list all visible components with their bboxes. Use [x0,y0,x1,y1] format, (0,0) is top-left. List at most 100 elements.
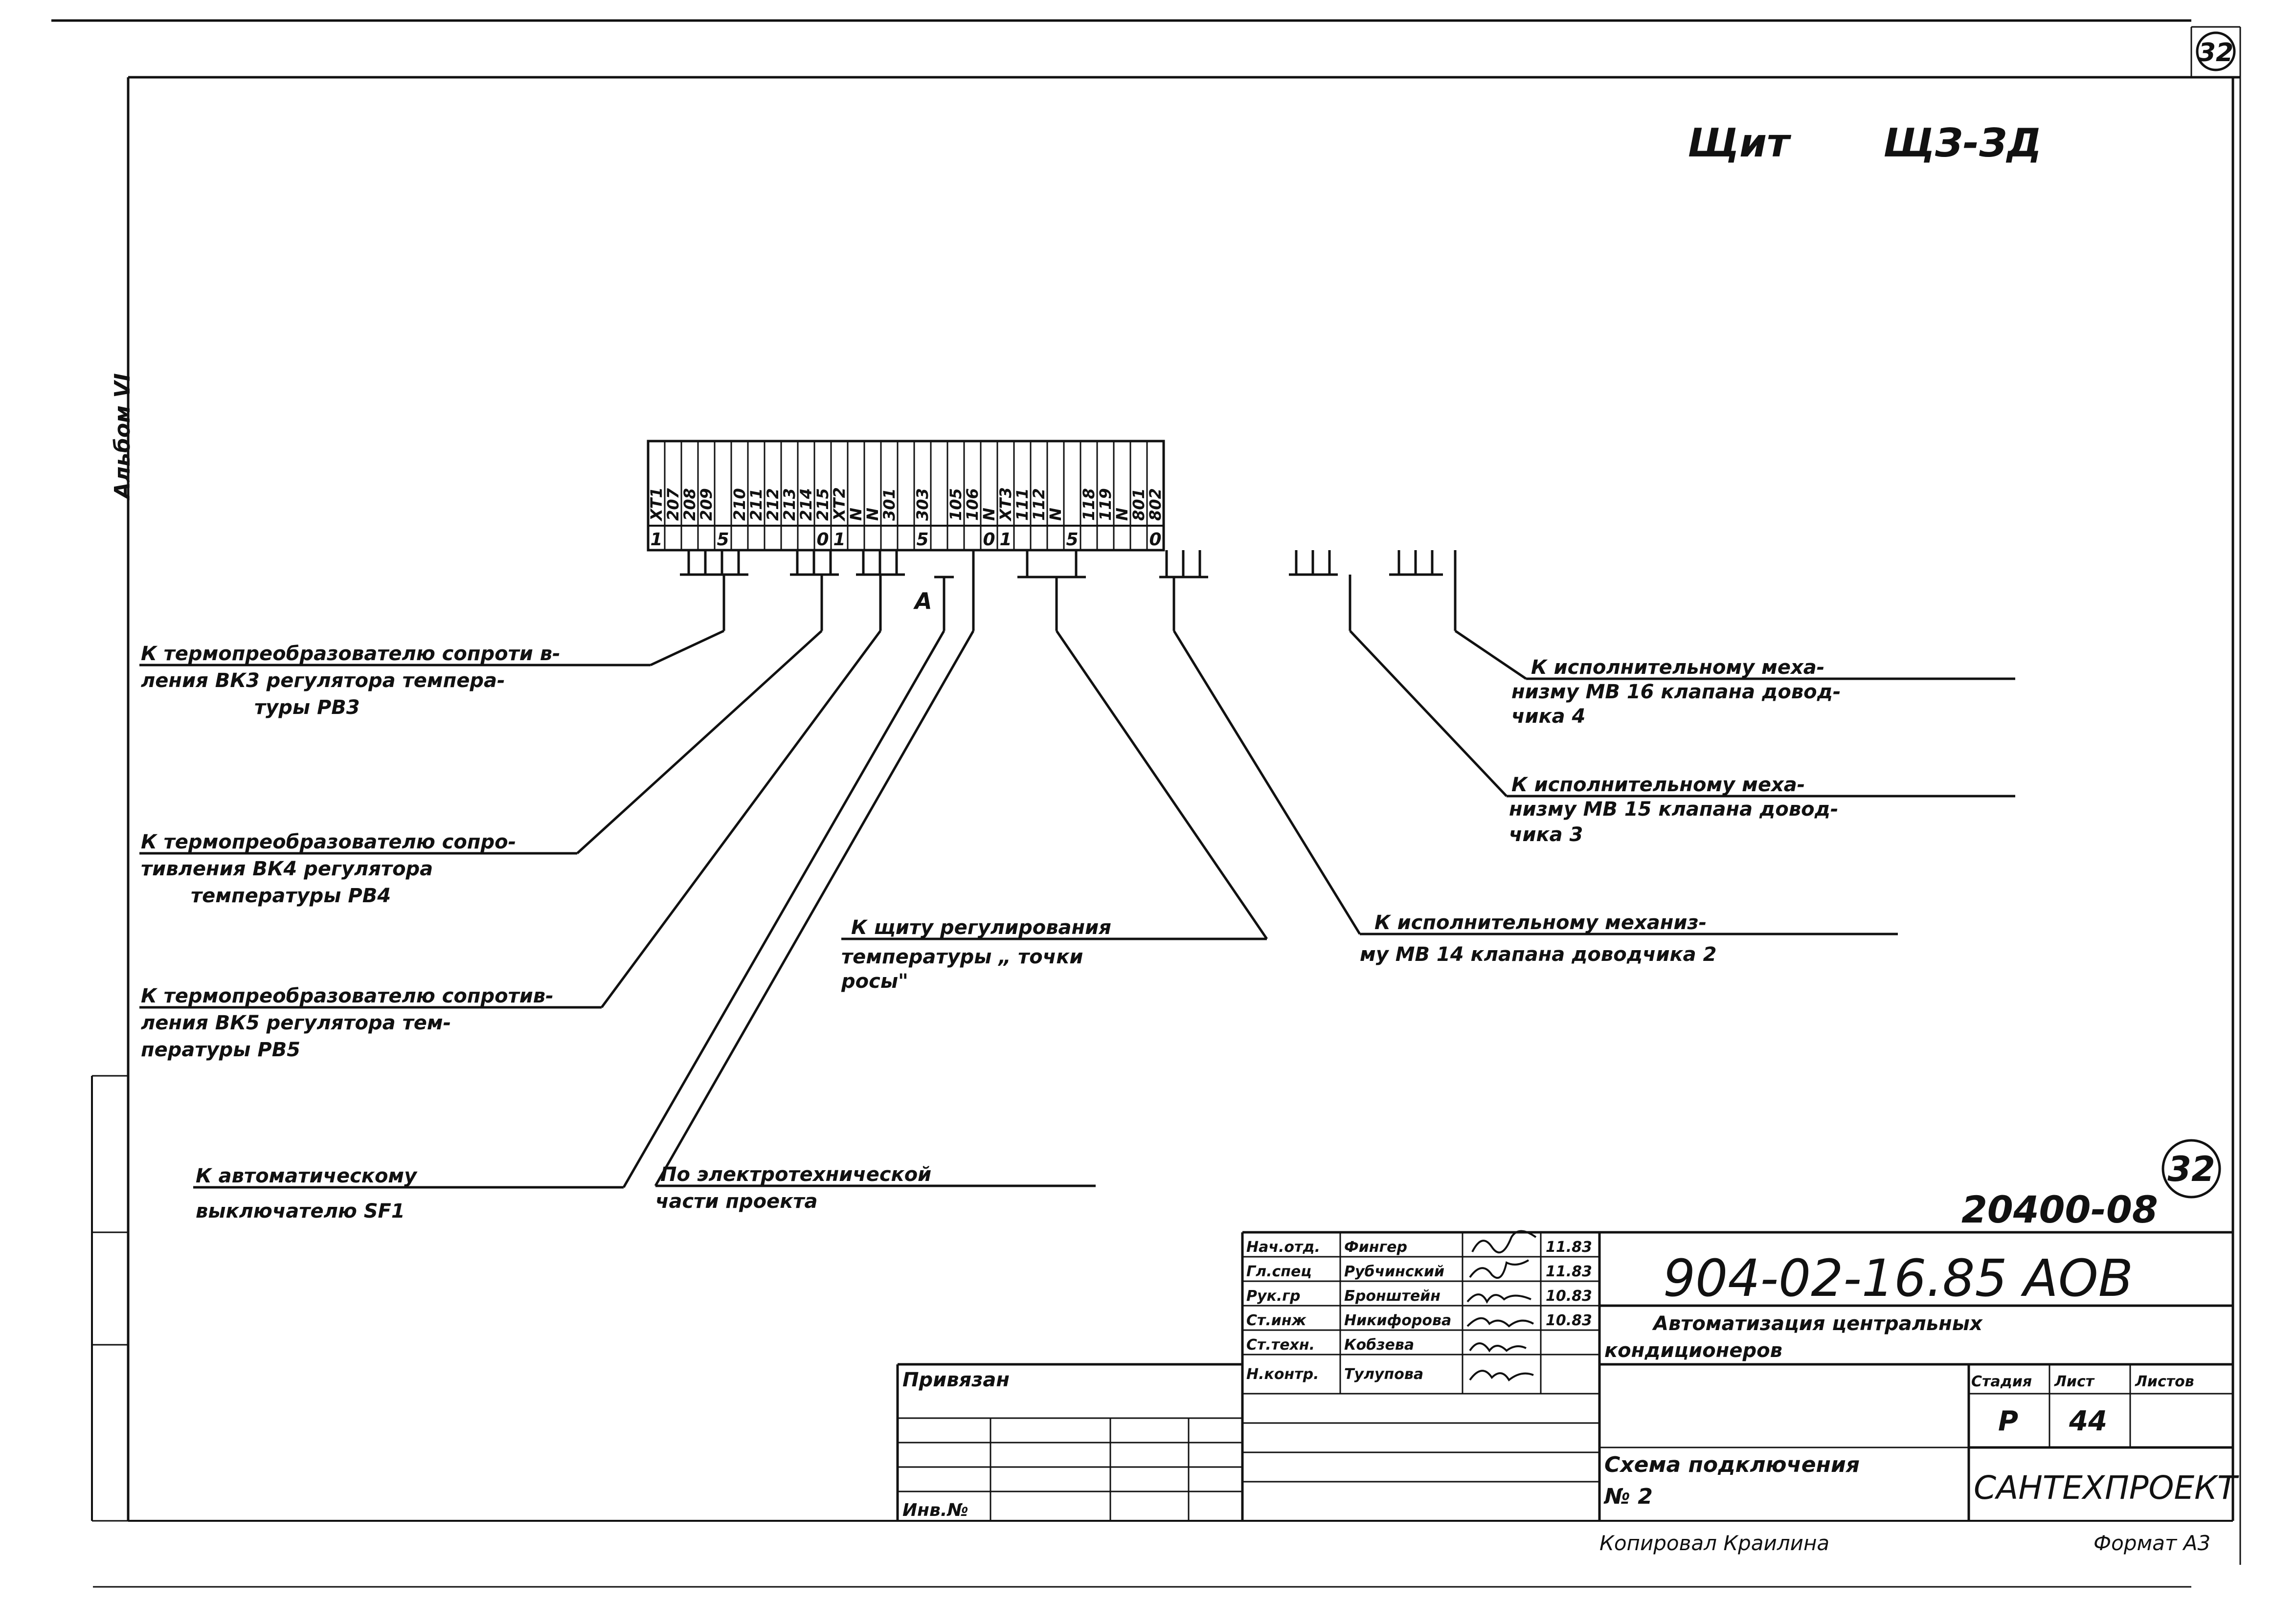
sig-role-3: Рук.гр [1246,1288,1300,1305]
stage-header: Стадия [1971,1373,2032,1390]
vk3-line-3: туры РВ3 [254,696,360,719]
sig-name-5: Кобзева [1344,1336,1414,1354]
terminal-mark: 0 [816,530,829,550]
sig-date-4: 10.83 [1546,1312,1592,1329]
sheet-header: Лист [2054,1373,2095,1390]
terminal-label: 118 [1080,488,1098,521]
terminal-label: ХТ2 [830,487,849,522]
mv14-line-2: му МВ 14 клапана доводчика 2 [1360,943,1716,966]
mv16-line-3: чика 4 [1511,705,1585,728]
label-underlines [139,664,2015,1189]
terminal-mark: 5 [1066,530,1078,550]
sig-role-6: Н.контр. [1246,1366,1319,1383]
dew-line-1: К щиту регулирования [851,916,1111,939]
terminal-label: 111 [1013,488,1032,521]
connection-label-vk3: К термопреобразователю сопроти в- ления … [141,643,561,719]
sig-role-2: Гл.спец [1246,1263,1312,1280]
vk4-line-2: тивления ВК4 регулятора [141,858,433,880]
vk4-line-1: К термопреобразователю сопро- [141,831,516,853]
mv16-line-1: К исполнительному меха- [1531,656,1824,679]
sig-name-3: Бронштейн [1344,1288,1441,1305]
vk3-line-1: К термопреобразователю сопроти в- [141,643,561,665]
document-number: 20400-08 [1961,1188,2158,1231]
copied-by: Копировал Краилина [1599,1531,1829,1555]
signature-rows: Нач.отд. Фингер 11.83 Гл.спец Рубчинский… [1246,1239,1592,1383]
marker-a: А [913,588,932,614]
vk5-line-2: ления ВК5 регулятора тем- [141,1012,451,1034]
sheet-number-top: 32 [2198,38,2233,67]
terminal-mark: 1 [833,530,845,550]
sig-date-3: 10.83 [1546,1288,1592,1305]
mv15-line-1: К исполнительному меха- [1511,774,1805,796]
mv15-line-3: чика 3 [1509,823,1583,846]
terminal-label: 207 [664,488,682,521]
connection-label-electro: По электротехнической части проекта [655,1163,931,1213]
sig-role-4: Ст.инж [1246,1312,1307,1329]
terminal-label: 119 [1096,488,1115,521]
project-title-2: кондиционеров [1604,1339,1782,1362]
connection-label-mv14: К исполнительному механиз- му МВ 14 клап… [1360,912,1716,966]
terminal-label: 801 [1129,488,1148,521]
terminal-mark: 5 [717,530,729,550]
attached-label: Привязан [902,1369,1010,1391]
sig-date-2: 11.83 [1546,1263,1592,1280]
sheets-header: Листов [2135,1373,2194,1390]
connection-label-sf1: К автоматическому выключателю SF1 [196,1165,418,1223]
sheet-number-circle [2161,1139,2221,1199]
sig-name-2: Рубчинский [1344,1263,1444,1280]
sig-date-1: 11.83 [1546,1239,1592,1256]
connection-label-dew-point: К щиту регулирования температуры „ точки… [841,916,1111,993]
sig-name-4: Никифорова [1344,1312,1451,1329]
dew-line-2: температуры „ точки [841,946,1083,968]
dew-line-3: росы" [841,970,908,993]
terminal-label: 303 [913,488,932,521]
terminal-label: 212 [764,488,782,521]
project-title-1: Автоматизация центральных [1652,1313,1983,1335]
drawing-title-1: Схема подключения [1604,1452,1860,1477]
terminal-label: 210 [730,488,749,521]
terminal-mark: 1 [999,530,1012,550]
terminal-label: N [863,508,882,521]
terminal-label: 214 [797,488,815,521]
electro-line-1: По электротехнической [660,1163,931,1186]
terminal-label: N [847,508,865,521]
terminal-label: ХТ1 [647,487,666,522]
connection-label-mv16: К исполнительному меха- низму МВ 16 клап… [1511,656,1841,728]
terminal-label: 215 [813,488,832,521]
organization-stamp: САНТЕХПРОЕКТ [1974,1469,2239,1507]
vk5-line-1: К термопреобразователю сопротив- [141,985,554,1007]
terminal-label: 213 [780,488,799,521]
wire-group [576,550,1527,1188]
vk5-line-3: пературы РВ5 [141,1039,300,1061]
vk3-line-2: ления ВК3 регулятора темпера- [141,669,505,692]
terminal-label: 211 [747,488,765,521]
vk4-line-3: температуры РВ4 [191,885,391,907]
terminal-block-frame [647,440,1165,552]
terminal-mark: 5 [916,530,928,550]
stage-value: Р [1998,1405,2018,1437]
drawing-title-2: № 2 [1603,1484,1653,1509]
album-side-label: Альбом VI [110,373,135,500]
connection-label-mv15: К исполнительному меха- низму МВ 15 клап… [1509,774,1839,846]
sig-name-6: Тулупова [1344,1366,1423,1383]
mv15-line-2: низму МВ 15 клапана довод- [1509,798,1839,821]
sf1-line-1: К автоматическому [196,1165,418,1187]
mv16-line-2: низму МВ 16 клапана довод- [1511,681,1841,703]
sig-role-5: Ст.техн. [1246,1336,1315,1354]
sheet-value: 44 [2069,1405,2107,1437]
terminal-label: 105 [946,488,965,521]
terminal-label: ХТ3 [996,487,1015,522]
terminal-label: 301 [880,488,899,521]
terminal-label: 112 [1030,488,1048,521]
inventory-label: Инв.№ [902,1500,968,1520]
sig-role-1: Нач.отд. [1246,1239,1320,1256]
terminal-mark: 0 [1149,530,1161,550]
sheet-format: Формат А3 [2093,1531,2210,1555]
terminal-label: N [980,508,998,521]
panel-label: Щит [1688,120,1792,166]
terminal-label: 209 [697,488,716,521]
terminal-label: 802 [1146,488,1165,521]
terminal-mark: 1 [650,530,662,550]
